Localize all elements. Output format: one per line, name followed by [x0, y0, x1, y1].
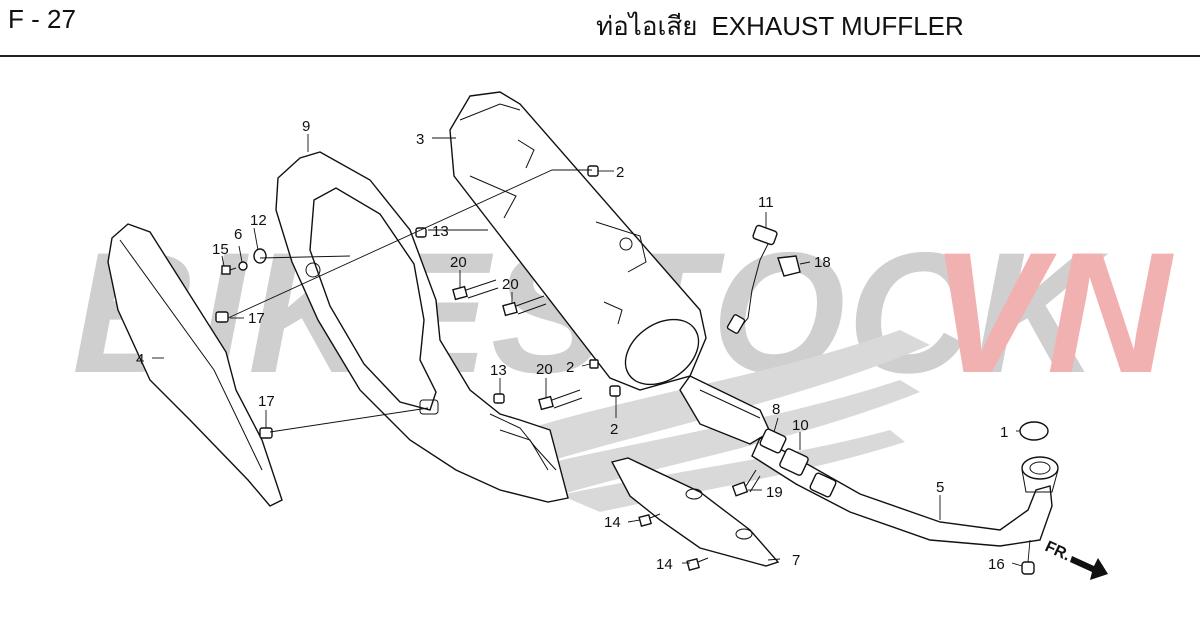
bolt-19: [731, 469, 761, 497]
collar-2-upper: [587, 165, 599, 177]
muffler-body: [449, 91, 771, 445]
watermark-text-vn: VN: [930, 217, 1175, 409]
bolt-14-upper: [638, 513, 661, 527]
gasket-ring: [1019, 421, 1049, 441]
callout-2-lower: 2: [610, 421, 618, 438]
callout-labels: 3 2 9 1 4 5 6 7 8 10 11 12 13 13 14 14 1…: [136, 118, 1008, 573]
callout-16: 16: [988, 556, 1005, 573]
callout-20-middle: 20: [502, 276, 519, 293]
leader-lines: [152, 134, 1031, 567]
pipe-clamp: [759, 428, 787, 454]
callout-20-upper: 20: [450, 254, 467, 271]
page-title: ท่อไอเสีย EXHAUST MUFFLER: [596, 6, 964, 47]
callout-11: 11: [758, 194, 774, 211]
callout-2-middle: 2: [566, 359, 574, 376]
callout-17-upper: 17: [248, 310, 265, 327]
oxygen-sensor: [726, 224, 778, 334]
side-cover-outer: [107, 223, 283, 507]
bolt-20-upper: [452, 279, 499, 301]
front-arrow-icon: [1070, 556, 1108, 580]
callout-5: 5: [936, 479, 944, 496]
callout-15: 15: [212, 241, 229, 258]
front-direction-label: FR.: [1042, 538, 1073, 564]
callout-17-lower: 17: [258, 393, 275, 410]
exhaust-pipe: [751, 437, 1059, 547]
callout-2-upper: 2: [616, 164, 624, 181]
callout-1: 1: [1000, 424, 1008, 441]
sensor-clip: [777, 255, 801, 277]
clip-nut-17-upper: [215, 311, 229, 323]
callout-8: 8: [772, 401, 780, 418]
bolt-15: [221, 265, 237, 275]
callout-9: 9: [302, 118, 310, 135]
pipe-gasket-joint: [779, 448, 809, 476]
callout-7: 7: [792, 552, 800, 569]
callout-6: 6: [234, 226, 242, 243]
bolt-14-lower: [686, 557, 709, 571]
page-title-thai: ท่อไอเสีย: [596, 11, 698, 41]
collar-2-lower: [609, 385, 621, 397]
callout-14-lower: 14: [656, 556, 673, 573]
clip-nut-17-lower: [259, 427, 273, 439]
pipe-seal: [809, 472, 837, 498]
collar-2-middle: [589, 359, 599, 369]
callout-12: 12: [250, 212, 267, 229]
callout-14-upper: 14: [604, 514, 621, 531]
muffler-protector: [275, 151, 569, 503]
washer-6: [238, 261, 248, 271]
front-direction-indicator: FR.: [1042, 538, 1108, 580]
page-title-english: EXHAUST MUFFLER: [711, 11, 964, 41]
callout-10: 10: [792, 417, 809, 434]
callout-3: 3: [416, 131, 424, 148]
nut-16: [1021, 561, 1035, 575]
bolt-20-lower: [538, 389, 583, 411]
diagram-code: F - 27: [8, 4, 76, 34]
nut-13-lower: [493, 393, 505, 404]
callout-18: 18: [814, 254, 831, 271]
callout-20-lower: 20: [536, 361, 553, 378]
header-divider: [0, 55, 1200, 57]
watermark: BIKESTOCK VN: [72, 217, 1175, 409]
pipe-heat-protector: [610, 457, 780, 567]
callout-13-upper: 13: [432, 223, 449, 240]
callout-19: 19: [766, 484, 783, 501]
grommet-12: [253, 248, 267, 264]
bolt-20-middle: [502, 295, 547, 317]
callout-13-lower: 13: [490, 362, 507, 379]
callout-4: 4: [136, 351, 144, 368]
